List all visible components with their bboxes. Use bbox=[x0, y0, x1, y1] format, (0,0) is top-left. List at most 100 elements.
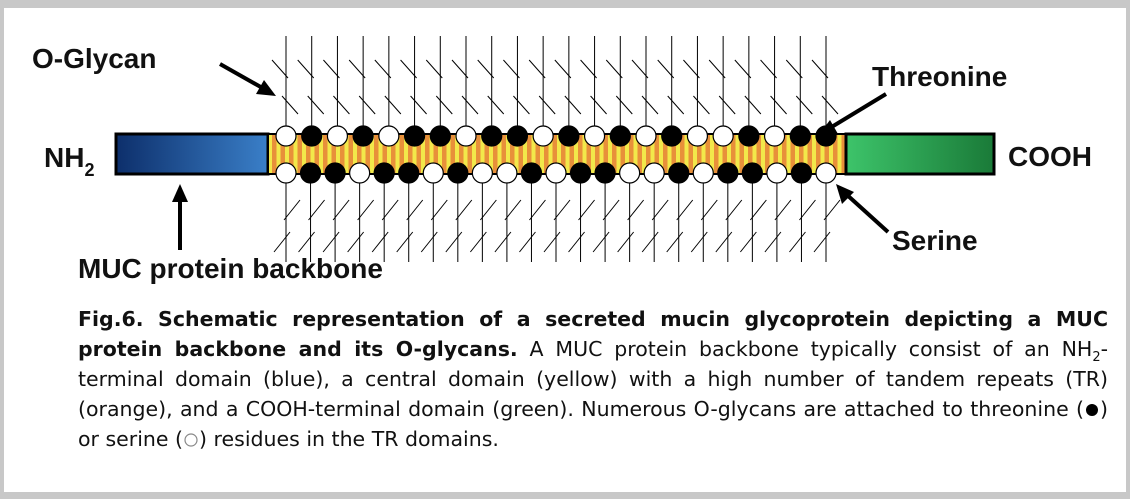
o-glycan-branch bbox=[333, 96, 349, 114]
o-glycan-branch bbox=[693, 96, 709, 114]
o-glycan-branch bbox=[796, 96, 812, 114]
threonine-residue bbox=[482, 126, 502, 146]
serine-residue bbox=[276, 126, 296, 146]
o-glycan-branch bbox=[495, 232, 511, 252]
threonine-residue bbox=[301, 163, 321, 183]
caption-text-4: ) residues in the TR domains. bbox=[199, 427, 499, 451]
o-glycan-branch bbox=[397, 232, 413, 252]
serine-residue bbox=[379, 126, 399, 146]
o-glycan-branch bbox=[274, 232, 290, 252]
o-glycan-branch bbox=[642, 96, 658, 114]
o-glycan-branch bbox=[642, 232, 658, 252]
serine-residue bbox=[350, 163, 370, 183]
o-glycan-branch bbox=[719, 96, 735, 114]
o-glycan-branch bbox=[822, 96, 838, 114]
o-glycan-chains-bottom bbox=[274, 183, 840, 262]
threonine-residue bbox=[595, 163, 615, 183]
serine-residue bbox=[816, 163, 836, 183]
tandem-repeat-stripe bbox=[272, 135, 277, 173]
o-glycan-branch bbox=[616, 96, 632, 114]
serine-residue bbox=[546, 163, 566, 183]
threonine-residue bbox=[571, 163, 591, 183]
o-glycan-branch bbox=[308, 96, 324, 114]
o-glycan-branch bbox=[323, 232, 339, 252]
cooh-label: COOH bbox=[1008, 141, 1092, 172]
threonine-residue bbox=[742, 163, 762, 183]
threonine-residue bbox=[507, 126, 527, 146]
o-glycan-branch bbox=[385, 96, 401, 114]
threonine-residue bbox=[739, 126, 759, 146]
serine-residue bbox=[276, 163, 296, 183]
mucin-diagram: O-Glycan Threonine NH2 COOH Serine MUC p… bbox=[4, 8, 1126, 298]
o-glycan-branch bbox=[668, 96, 684, 114]
o-glycan-branch bbox=[299, 232, 315, 252]
threonine-residue bbox=[448, 163, 468, 183]
threonine-residue bbox=[718, 163, 738, 183]
threonine-residue bbox=[521, 163, 541, 183]
o-glycan-chains-top bbox=[272, 36, 838, 126]
o-glycan-branch bbox=[618, 232, 634, 252]
threonine-residue bbox=[610, 126, 630, 146]
serine-residue bbox=[620, 163, 640, 183]
serine-residue bbox=[497, 163, 517, 183]
residues-bottom bbox=[276, 163, 836, 183]
o-glycan-branch bbox=[544, 232, 560, 252]
serine-residue bbox=[456, 126, 476, 146]
serine-residue bbox=[636, 126, 656, 146]
serine-residue bbox=[327, 126, 347, 146]
o-glycan-branch bbox=[436, 96, 452, 114]
o-glycan-branch bbox=[591, 96, 607, 114]
o-glycan-branch bbox=[372, 232, 388, 252]
threonine-residue bbox=[302, 126, 322, 146]
serine-symbol-icon bbox=[183, 427, 199, 451]
backbone-arrow bbox=[172, 184, 188, 250]
serine-label: Serine bbox=[892, 225, 978, 256]
o-glycan-branch bbox=[411, 96, 427, 114]
o-glycan-branch bbox=[519, 232, 535, 252]
o-glycan-branch bbox=[446, 232, 462, 252]
muc-backbone-label: MUC protein backbone bbox=[78, 253, 383, 284]
o-glycan-branch bbox=[593, 232, 609, 252]
o-glycan-arrow bbox=[220, 64, 276, 96]
o-glycan-branch bbox=[282, 96, 298, 114]
serine-residue bbox=[472, 163, 492, 183]
serine-residue bbox=[693, 163, 713, 183]
threonine-residue bbox=[559, 126, 579, 146]
threonine-residue bbox=[374, 163, 394, 183]
o-glycan-branch bbox=[539, 96, 555, 114]
figure-caption: Fig.6. Schematic representation of a sec… bbox=[78, 304, 1108, 454]
o-glycan-branch bbox=[470, 232, 486, 252]
o-glycan-branch bbox=[814, 232, 830, 252]
serine-arrow bbox=[836, 184, 888, 232]
caption-subscript: 2 bbox=[1092, 350, 1100, 365]
o-glycan-label: O-Glycan bbox=[32, 43, 156, 74]
serine-residue bbox=[767, 163, 787, 183]
threonine-residue bbox=[405, 126, 425, 146]
serine-residue bbox=[644, 163, 664, 183]
o-glycan-branch bbox=[691, 232, 707, 252]
caption-text-1: A MUC protein backbone typically consist… bbox=[518, 337, 1093, 361]
threonine-arrow bbox=[818, 94, 886, 136]
threonine-residue bbox=[662, 126, 682, 146]
tandem-repeat-stripe bbox=[298, 135, 303, 173]
o-glycan-branch bbox=[348, 232, 364, 252]
threonine-symbol-icon bbox=[1084, 397, 1100, 421]
o-glycan-branch bbox=[513, 96, 529, 114]
threonine-label: Threonine bbox=[872, 61, 1007, 92]
nh2-label: NH2 bbox=[44, 142, 94, 180]
cooh-terminal-domain bbox=[846, 134, 994, 174]
o-glycan-branch bbox=[359, 96, 375, 114]
o-glycan-branch bbox=[488, 96, 504, 114]
threonine-residue bbox=[669, 163, 689, 183]
threonine-residue bbox=[353, 126, 373, 146]
serine-residue bbox=[687, 126, 707, 146]
threonine-residue bbox=[430, 126, 450, 146]
serine-residue bbox=[713, 126, 733, 146]
o-glycan-branch bbox=[789, 232, 805, 252]
nh2-terminal-domain bbox=[116, 134, 268, 174]
o-glycan-branch bbox=[565, 96, 581, 114]
o-glycan-branch bbox=[716, 232, 732, 252]
o-glycan-branch bbox=[569, 232, 585, 252]
threonine-residue bbox=[325, 163, 345, 183]
figure-panel: O-Glycan Threonine NH2 COOH Serine MUC p… bbox=[4, 8, 1126, 492]
